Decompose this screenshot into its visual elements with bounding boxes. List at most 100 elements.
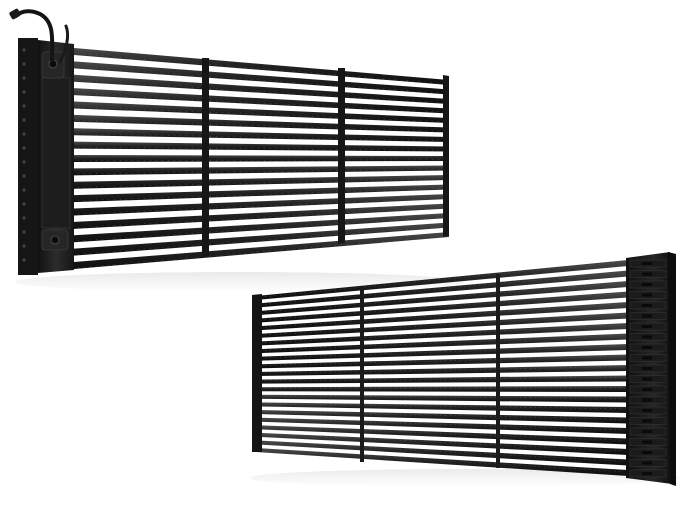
front-slat bbox=[74, 155, 449, 162]
rear-slat-led-row bbox=[259, 282, 625, 313]
rear-slat-led-row bbox=[259, 261, 625, 298]
rear-slat bbox=[256, 302, 628, 331]
rear-module-connector bbox=[642, 272, 652, 276]
front-slat-led-row bbox=[77, 93, 446, 113]
front-control-rail bbox=[18, 38, 38, 275]
front-slat bbox=[74, 48, 449, 85]
front-slat bbox=[74, 114, 449, 133]
rear-slat bbox=[256, 417, 628, 434]
front-panel-supports bbox=[202, 58, 449, 257]
rear-slat-led-row bbox=[259, 345, 625, 359]
rear-slat bbox=[256, 440, 628, 466]
front-support-post bbox=[202, 58, 209, 257]
front-rail-screw bbox=[22, 160, 26, 164]
rear-slat-led-row bbox=[259, 418, 625, 431]
front-rail-screw bbox=[22, 230, 26, 234]
front-slat bbox=[74, 88, 449, 114]
rear-module-connector bbox=[642, 472, 652, 475]
front-slat-led-row bbox=[77, 106, 446, 123]
rear-slat-led-row bbox=[259, 272, 625, 306]
front-slat-led-row bbox=[77, 66, 446, 94]
rear-stack-edge bbox=[668, 252, 676, 486]
rear-slat bbox=[256, 410, 628, 424]
rear-slat-led-row bbox=[259, 303, 625, 328]
front-slat-led-row bbox=[77, 235, 446, 268]
front-rail-screw bbox=[22, 258, 26, 262]
rear-slat bbox=[256, 394, 628, 403]
rear-module-connector bbox=[642, 430, 652, 433]
rear-module-connector bbox=[642, 283, 652, 286]
front-slat bbox=[74, 74, 449, 104]
front-panel-shadow bbox=[15, 272, 465, 292]
rear-slat-led-row bbox=[259, 377, 625, 382]
front-rail-screw bbox=[22, 202, 26, 206]
front-power-cable bbox=[14, 9, 55, 62]
front-rail-screw bbox=[22, 174, 26, 178]
front-panel-control-column bbox=[9, 8, 74, 275]
rear-module-connector bbox=[642, 440, 652, 444]
front-panel-slats bbox=[74, 48, 449, 269]
rear-module-connector bbox=[642, 314, 652, 318]
front-rail-screw bbox=[22, 216, 26, 220]
rear-module-connector bbox=[642, 335, 652, 339]
rear-module-connector bbox=[642, 293, 652, 297]
rear-module-connector bbox=[642, 419, 652, 423]
front-control-box-plate bbox=[41, 77, 71, 229]
front-rail-screw bbox=[22, 90, 26, 94]
rear-slat-led-row bbox=[259, 433, 625, 452]
front-rail-screw bbox=[22, 104, 26, 108]
front-power-cable bbox=[58, 24, 70, 64]
rear-slat bbox=[256, 448, 628, 476]
rear-module-connector bbox=[642, 451, 652, 454]
front-rail-screw bbox=[22, 146, 26, 150]
front-rail-screw bbox=[22, 188, 26, 192]
front-support-post bbox=[338, 68, 345, 244]
front-cable-plug bbox=[9, 8, 21, 20]
rear-panel-module-stack bbox=[626, 252, 676, 486]
front-slat bbox=[74, 194, 449, 216]
front-slat-led-row bbox=[77, 216, 446, 242]
rear-module-connector bbox=[642, 377, 652, 381]
rear-module-connector bbox=[642, 346, 652, 349]
rear-panel-supports bbox=[252, 274, 500, 468]
rear-slat-led-row bbox=[259, 448, 625, 473]
rear-slat bbox=[256, 323, 628, 346]
rear-slat bbox=[256, 432, 628, 455]
rear-slat bbox=[256, 260, 628, 300]
front-slat bbox=[74, 203, 449, 229]
front-rail-screw bbox=[22, 118, 26, 122]
rear-module-connector bbox=[642, 325, 652, 328]
rear-stack-modules bbox=[629, 259, 667, 478]
front-rail-screw bbox=[22, 244, 26, 248]
rear-slat-led-row bbox=[259, 324, 625, 344]
front-support-post bbox=[443, 75, 449, 237]
front-view-led-mesh-panel bbox=[9, 8, 465, 292]
front-slat bbox=[74, 61, 449, 95]
rear-slat bbox=[256, 425, 628, 445]
rear-slat bbox=[256, 365, 628, 376]
rear-panel-slats bbox=[256, 260, 628, 476]
rear-module-connector bbox=[642, 262, 652, 265]
front-slat bbox=[74, 165, 449, 176]
front-slat-led-row bbox=[77, 188, 446, 201]
rear-slat-led-row bbox=[259, 426, 625, 441]
rear-view-led-mesh-panel bbox=[250, 252, 680, 487]
rear-slat bbox=[256, 270, 628, 308]
rear-module-connector bbox=[642, 398, 652, 402]
rear-module-connector bbox=[642, 367, 652, 370]
rear-slat bbox=[256, 402, 628, 413]
front-connector-port bbox=[50, 235, 60, 245]
front-slat-led-row bbox=[77, 226, 446, 255]
front-slat bbox=[74, 213, 449, 243]
rear-slat-led-row bbox=[259, 403, 625, 410]
front-slat-led-row bbox=[77, 53, 446, 85]
front-slat bbox=[74, 101, 449, 123]
rear-slat-led-row bbox=[259, 410, 625, 420]
rear-module-connector bbox=[642, 409, 652, 412]
rear-slat bbox=[256, 354, 628, 369]
rear-slat-led-row bbox=[259, 314, 625, 336]
front-slat-led-row bbox=[77, 79, 446, 104]
front-rail-screw bbox=[22, 132, 26, 136]
rear-slat bbox=[256, 386, 628, 392]
front-slat bbox=[74, 128, 449, 142]
